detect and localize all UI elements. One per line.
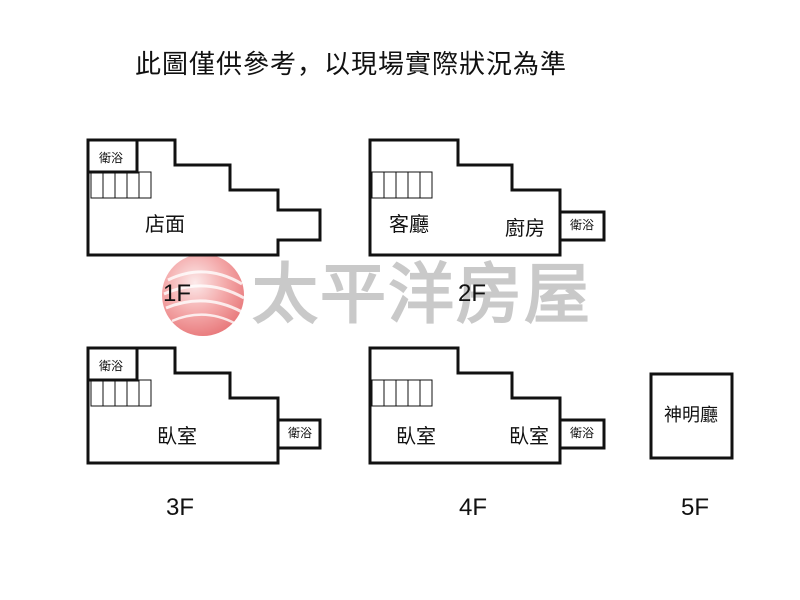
- watermark-logo-icon: [162, 254, 245, 336]
- room-label-shrine-hall-5f: 神明廳: [664, 405, 718, 426]
- room-label-bathroom-1f: 衛浴: [99, 151, 124, 165]
- floor-label-4f: 4F: [459, 494, 488, 521]
- room-label-bathroom-3f-b: 衛浴: [288, 426, 313, 440]
- stair-3f: [90, 379, 152, 407]
- room-label-bedroom-3f: 臥室: [157, 424, 197, 448]
- floor-label-2f: 2F: [458, 280, 487, 307]
- room-label-kitchen-2f: 廚房: [505, 216, 545, 240]
- floor-1f-plan: [86, 138, 322, 257]
- room-label-bedroom-4f-a: 臥室: [396, 424, 436, 448]
- floor-label-5f: 5F: [681, 494, 710, 521]
- stair-4f: [371, 379, 433, 407]
- floor-label-3f: 3F: [166, 494, 195, 521]
- floor-3f-plan: [86, 346, 322, 465]
- stair-2f: [371, 171, 433, 199]
- stair-1f: [90, 171, 152, 199]
- room-label-bedroom-4f-b: 臥室: [509, 424, 549, 448]
- room-label-bathroom-3f-a: 衛浴: [99, 359, 124, 373]
- floor-4f-plan: [368, 346, 606, 465]
- floor-2f-plan: [368, 138, 606, 257]
- room-label-shopfront-1f: 店面: [145, 212, 185, 236]
- watermark-text: 太平洋房屋: [252, 256, 592, 333]
- floor-5f-plan: [649, 372, 734, 460]
- room-label-living-room-2f: 客廳: [389, 212, 429, 236]
- room-label-bathroom-4f: 衛浴: [570, 426, 595, 440]
- floor-label-1f: 1F: [163, 280, 192, 307]
- disclaimer-note: 此圖僅供參考，以現場實際狀況為準: [135, 50, 568, 80]
- room-label-bathroom-2f: 衛浴: [570, 218, 595, 232]
